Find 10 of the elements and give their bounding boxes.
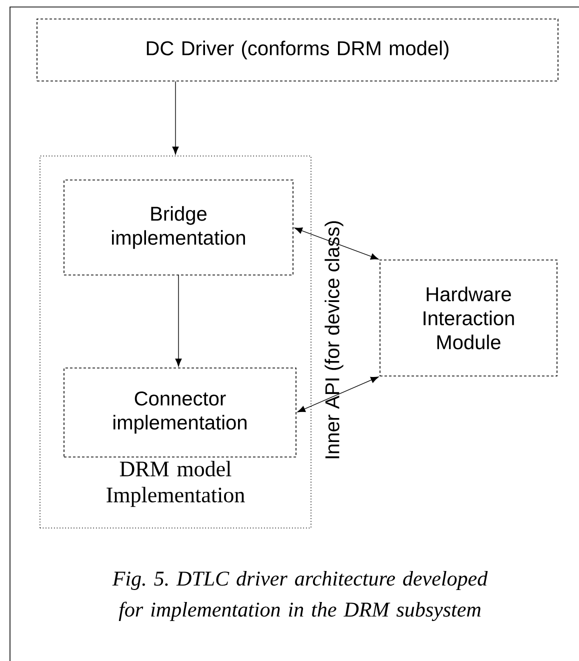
arrow [172,81,179,155]
arrow [297,376,379,412]
interface-label: Inner API (for device class) [324,221,344,458]
figure-caption: Fig. 5. DTLC driver architecture developed for implementation in the DRM subsystem [112,570,488,622]
arrow [294,227,379,260]
driver-box: DC Driver (conforms DRM model) [36,18,558,82]
module-box: Hardware Interaction Module [380,260,558,376]
bridge-box: Bridge implementation [64,180,294,276]
arrow [175,275,182,367]
connector-box: Connector implementation [64,368,296,458]
